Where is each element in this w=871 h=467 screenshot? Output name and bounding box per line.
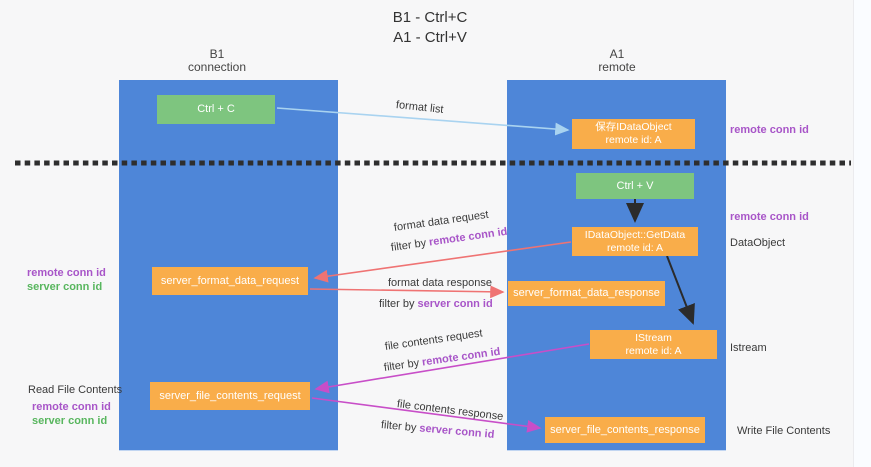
edge-label-filter-server-2: filter by server conn id (380, 419, 494, 441)
title-line-1: B1 - Ctrl+C (392, 9, 468, 26)
bottom-server-conn-id: server conn id (32, 415, 108, 427)
node-idataobject-getdata: IDataObject::GetData remote id: A (572, 227, 698, 256)
node-file-request-label: server_file_contents_request (159, 389, 301, 402)
node-format-response-label: server_format_data_response (513, 287, 660, 299)
right-panel-edge (853, 0, 871, 467)
node-ctrl-c: Ctrl + C (157, 95, 275, 124)
lifeline-b1-role: connection (187, 60, 247, 74)
format-data-response-arrow (309, 285, 505, 299)
node-istream-line2: remote id: A (625, 344, 682, 357)
node-format-request-label: server_format_data_request (160, 274, 300, 287)
node-server-file-contents-response: server_file_contents_response (545, 417, 705, 443)
node-server-format-data-request: server_format_data_request (152, 267, 308, 295)
lifeline-header-a1: A1 remote (557, 48, 677, 74)
edge-label-file-contents-response: file contents response (396, 398, 504, 423)
node-save-idataobject-line2: remote id: A (605, 134, 662, 146)
left-remote-conn-id: remote conn id (27, 267, 106, 279)
right-remote-conn-id-top: remote conn id (730, 124, 809, 136)
remote-conn-id-text: remote conn id (428, 225, 509, 249)
server-conn-id-text: server conn id (418, 422, 495, 441)
edge-label-filter-server-1: filter by server conn id (379, 298, 493, 310)
diagram-title: B1 - Ctrl+C A1 - Ctrl+V (330, 8, 530, 48)
title-line-2: A1 - Ctrl+V (393, 29, 467, 46)
lifeline-b1-name: B1 (209, 47, 225, 61)
node-ctrl-c-label: Ctrl + C (197, 103, 235, 115)
read-file-contents-label: Read File Contents (28, 384, 123, 396)
server-conn-id-text: server conn id (417, 298, 493, 310)
node-file-response-label: server_file_contents_response (550, 423, 700, 436)
filter-by-text: filter by (383, 356, 423, 374)
lifeline-a1-role: remote (598, 60, 636, 74)
node-ctrl-v: Ctrl + V (576, 173, 694, 199)
node-istream: IStream remote id: A (590, 330, 717, 359)
right-remote-conn-id-mid: remote conn id (730, 211, 809, 223)
lifeline-header-b1: B1 connection (157, 48, 277, 74)
filter-by-text: filter by (390, 236, 430, 254)
node-getdata-line1: IDataObject::GetData (584, 228, 686, 241)
filter-by-text: filter by (380, 419, 420, 435)
istream-label: Istream (730, 342, 767, 354)
edge-label-format-data-response: format data response (388, 277, 492, 289)
node-save-idataobject: 保存IDataObject remote id: A (572, 119, 695, 149)
node-istream-line1: IStream (635, 331, 672, 344)
edge-label-format-list: format list (395, 99, 445, 116)
left-server-conn-id: server conn id (27, 281, 103, 293)
node-save-idataobject-line1: 保存IDataObject (595, 121, 672, 133)
dataobject-label: DataObject (730, 237, 786, 249)
remote-conn-id-text: remote conn id (421, 345, 502, 369)
node-server-file-contents-request: server_file_contents_request (150, 382, 310, 410)
lifeline-a1-name: A1 (609, 47, 625, 61)
node-ctrl-v-label: Ctrl + V (616, 179, 654, 192)
filter-by-text: filter by (379, 298, 418, 310)
bottom-left-conn-id-labels: remote conn id server conn id (32, 400, 111, 428)
bottom-remote-conn-id: remote conn id (32, 401, 111, 413)
left-conn-id-labels: remote conn id server conn id (27, 266, 106, 294)
node-getdata-line2: remote id: A (606, 241, 664, 254)
node-server-format-data-response: server_format_data_response (508, 281, 665, 306)
write-file-contents-label: Write File Contents (737, 425, 831, 437)
